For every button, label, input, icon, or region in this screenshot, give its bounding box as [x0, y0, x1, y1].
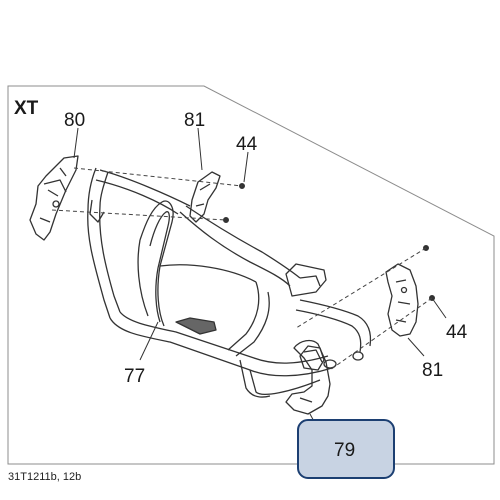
model-label: XT [14, 98, 39, 119]
callout-79[interactable]: 79 [334, 440, 355, 461]
assembly-lines [51, 167, 433, 371]
callout-44-left: 44 [236, 134, 258, 155]
frame-77 [87, 167, 372, 398]
callout-44-right: 44 [446, 322, 468, 343]
image-code: 31T1211b, 12b [8, 471, 81, 483]
leader-lines [73, 127, 447, 437]
bracket-80 [29, 155, 79, 241]
guard-79 [285, 339, 331, 415]
bracket-81-left [189, 171, 221, 223]
callout-80: 80 [64, 110, 85, 131]
highlight-box-79[interactable] [297, 419, 395, 479]
callout-81-left: 81 [184, 110, 205, 131]
bolts-44 [223, 183, 435, 301]
bracket-81-right [385, 263, 419, 337]
callout-77: 77 [124, 366, 145, 387]
diagram-frame [7, 85, 495, 465]
callout-81-right: 81 [422, 360, 443, 381]
